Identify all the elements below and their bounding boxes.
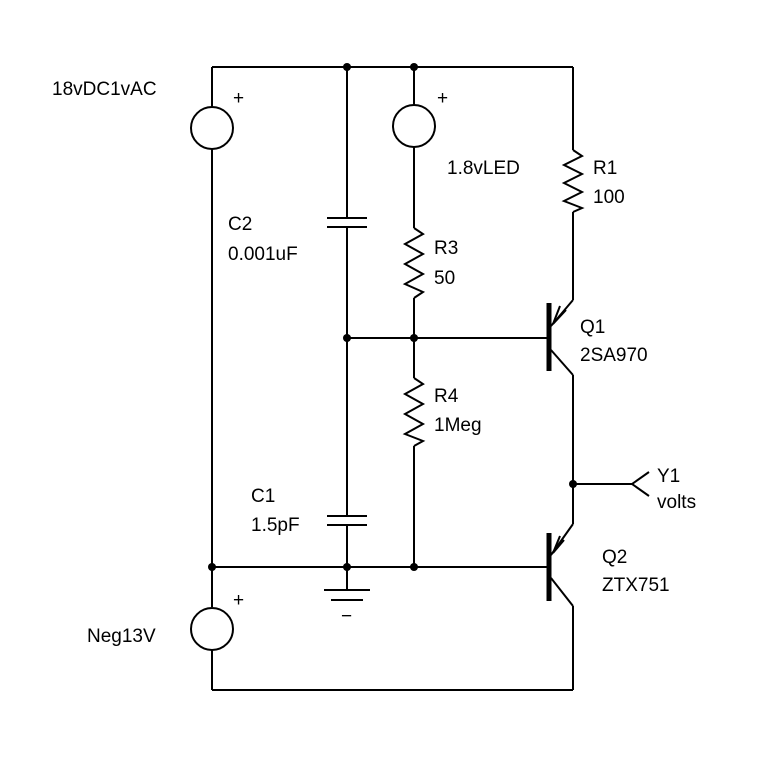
voltage-source-top: + 18vDC1vAC bbox=[52, 79, 244, 150]
wires bbox=[211, 66, 632, 691]
component-value: 1Meg bbox=[434, 415, 482, 436]
component-ref: Q1 bbox=[580, 317, 605, 338]
component-value: 1.5pF bbox=[251, 515, 300, 536]
capacitor-c2: C2 0.001uF bbox=[228, 214, 367, 265]
component-value: 100 bbox=[593, 187, 625, 208]
probe-arrow-icon bbox=[630, 471, 650, 497]
emitter-arrow-icon bbox=[552, 535, 565, 554]
transistor-collector-lead bbox=[550, 577, 574, 607]
junctions bbox=[208, 63, 577, 571]
junction-dot bbox=[410, 563, 418, 571]
voltage-source-icon bbox=[190, 607, 234, 651]
component-ref: R4 bbox=[434, 386, 459, 407]
component-ref: C1 bbox=[251, 486, 275, 507]
polarity-plus: + bbox=[437, 88, 448, 109]
component-value: 2SA970 bbox=[580, 345, 648, 366]
probe-unit: volts bbox=[657, 492, 696, 513]
voltage-source-icon bbox=[190, 106, 234, 150]
junction-dot bbox=[410, 63, 418, 71]
component-ref: R3 bbox=[434, 238, 458, 259]
component-ref: C2 bbox=[228, 214, 252, 235]
transistor-collector-lead bbox=[550, 349, 574, 376]
resistor-r4: R4 1Meg bbox=[402, 377, 482, 447]
component-value: 0.001uF bbox=[228, 244, 298, 265]
polarity-plus: + bbox=[233, 88, 244, 109]
resistor-r3: R3 50 bbox=[402, 227, 458, 299]
junction-dot bbox=[343, 563, 351, 571]
junction-dot bbox=[343, 334, 351, 342]
resistor-r1: R1 100 bbox=[561, 149, 625, 213]
junction-dot bbox=[410, 334, 418, 342]
junction-dot bbox=[569, 480, 577, 488]
junction-dot bbox=[208, 563, 216, 571]
component-value: ZTX751 bbox=[602, 575, 670, 596]
voltage-source-icon bbox=[392, 104, 436, 148]
source-label: 18vDC1vAC bbox=[52, 79, 157, 100]
transistor-q2: Q2 ZTX751 bbox=[546, 523, 670, 607]
component-ref: Q2 bbox=[602, 547, 627, 568]
probe-y1: Y1 volts bbox=[630, 466, 696, 513]
emitter-arrow-icon bbox=[552, 305, 567, 325]
ground-sign: − bbox=[341, 606, 352, 627]
probe-ref: Y1 bbox=[657, 466, 680, 487]
resistor-icon bbox=[402, 227, 426, 299]
source-label: 1.8vLED bbox=[447, 158, 520, 179]
source-label: Neg13V bbox=[87, 626, 156, 647]
polarity-plus: + bbox=[233, 590, 244, 611]
junction-dot bbox=[343, 63, 351, 71]
resistor-icon bbox=[561, 149, 585, 213]
voltage-source-led: + 1.8vLED bbox=[392, 88, 520, 179]
resistor-icon bbox=[402, 377, 426, 447]
component-value: 50 bbox=[434, 268, 455, 289]
transistor-q1: Q1 2SA970 bbox=[546, 299, 648, 376]
ground-symbol: − bbox=[324, 589, 370, 627]
component-ref: R1 bbox=[593, 158, 617, 179]
capacitor-c1: C1 1.5pF bbox=[251, 486, 367, 536]
voltage-source-neg: + Neg13V bbox=[87, 590, 244, 651]
